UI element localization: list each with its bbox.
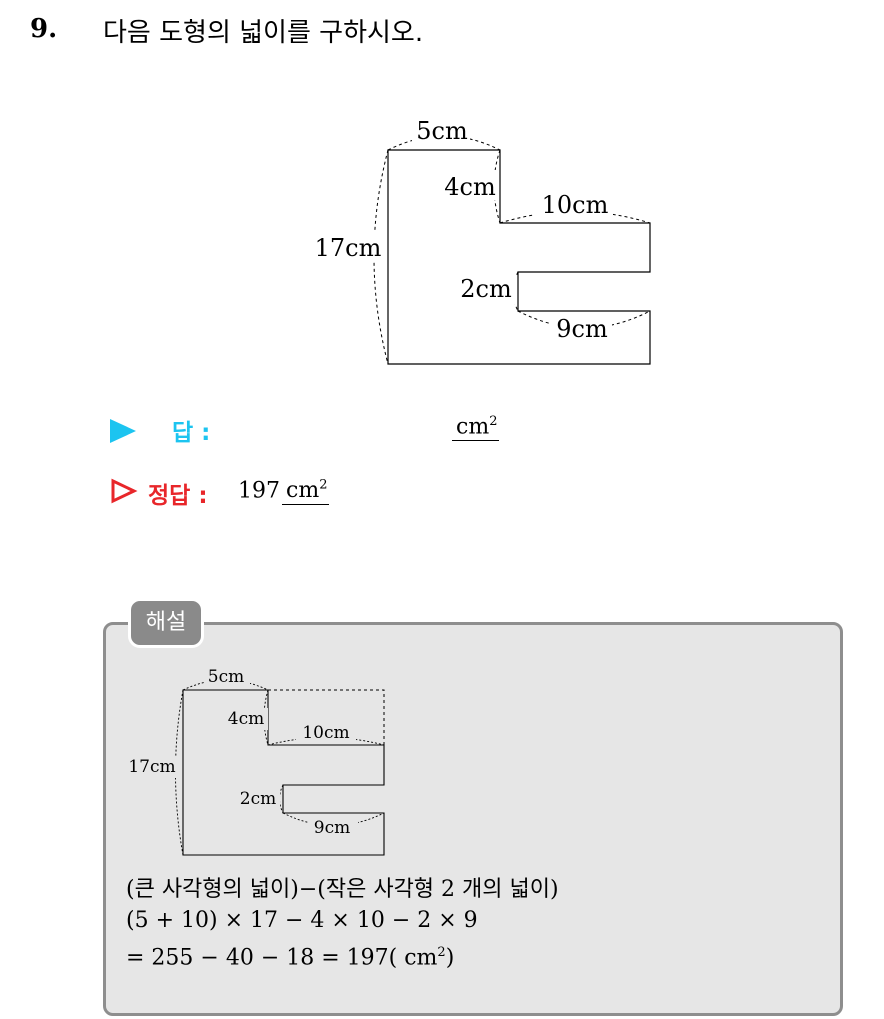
answer-blank[interactable]: cm2 [452, 414, 500, 442]
answer-unit: cm [456, 414, 490, 440]
solution-number: 197 [238, 478, 280, 504]
explanation-line-3: = 255 − 40 − 18 = 197( cm2) [126, 945, 454, 970]
label-slot-height: 2cm [460, 275, 512, 303]
explanation-line-3-end: ) [445, 945, 455, 971]
explanation-tab: 해설 [128, 598, 204, 648]
solution-unit-exp: 2 [319, 478, 328, 493]
explanation-line-1: (큰 사각형의 넓이)−(작은 사각형 2 개의 넓이) [126, 877, 559, 902]
explanation-line-3-exp: 2 [437, 945, 446, 960]
label-lower-arm: 9cm [556, 315, 608, 343]
answer-unit-exp: 2 [489, 414, 498, 429]
outline-triangle-icon [111, 478, 138, 504]
exp-label-slot-height: 2cm [240, 789, 276, 809]
explanation-line-2: (5 + 10) × 17 − 4 × 10 − 2 × 9 [126, 908, 478, 933]
explanation-line-3-main: = 255 − 40 − 18 = 197( cm [126, 945, 438, 971]
question-text: 다음 도형의 넓이를 구하시오. [103, 18, 424, 48]
label-arm-length: 10cm [542, 191, 609, 219]
exp-label-total-height: 17cm [128, 757, 175, 777]
label-notch-depth: 4cm [444, 173, 496, 201]
answer-label: 답 : [172, 420, 211, 446]
solution-unit: cm [286, 478, 320, 504]
explanation-panel [103, 622, 843, 1016]
question-number: 9. [30, 14, 58, 44]
main-figure: 5cm 4cm 10cm 17cm 2cm 9cm [310, 114, 651, 365]
exp-label-arm-length: 10cm [302, 723, 349, 743]
exp-label-top-width: 5cm [208, 667, 244, 687]
exp-label-notch-depth: 4cm [228, 709, 264, 729]
exp-label-lower-arm: 9cm [314, 818, 350, 838]
solution-label: 정답 : [148, 483, 208, 509]
explanation-figure: 5cm 4cm 10cm 17cm 2cm 9cm [122, 666, 385, 856]
label-total-height: 17cm [315, 234, 382, 262]
exp-dashed-rect [268, 689, 385, 745]
label-top-width: 5cm [416, 117, 468, 145]
play-triangle-icon [110, 419, 136, 443]
